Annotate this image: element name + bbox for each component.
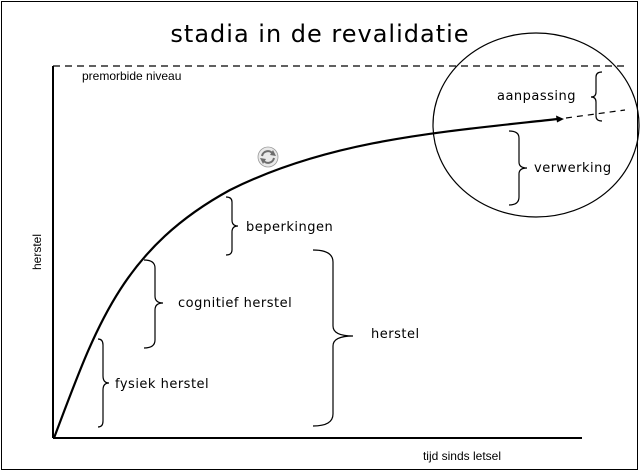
late-stage-circle (432, 32, 640, 218)
refresh-icon (257, 146, 279, 168)
label-verwerking: verwerking (534, 161, 612, 176)
label-herstel: herstel (371, 327, 420, 342)
curve-arrowhead (556, 115, 564, 123)
bracket-cognitief (143, 259, 164, 349)
label-fysiek-herstel: fysiek herstel (115, 377, 209, 392)
label-beperkingen: beperkingen (246, 220, 333, 235)
premorbid-level-label: premorbide niveau (82, 69, 181, 83)
label-cognitief-herstel: cognitief herstel (178, 296, 292, 311)
bracket-aanpassing (590, 71, 603, 122)
bracket-herstel (312, 249, 354, 427)
label-aanpassing: aanpassing (497, 89, 576, 104)
x-axis-label: tijd sinds letsel (423, 449, 501, 463)
bracket-verwerking (508, 130, 528, 206)
diagram-title: stadia in de revalidatie (170, 20, 469, 48)
bracket-fysiek (97, 338, 110, 428)
curve-extension-dashed (565, 109, 626, 119)
bracket-beperkingen (225, 196, 239, 256)
recovery-curve (52, 117, 559, 439)
y-axis-label: herstel (30, 234, 44, 270)
